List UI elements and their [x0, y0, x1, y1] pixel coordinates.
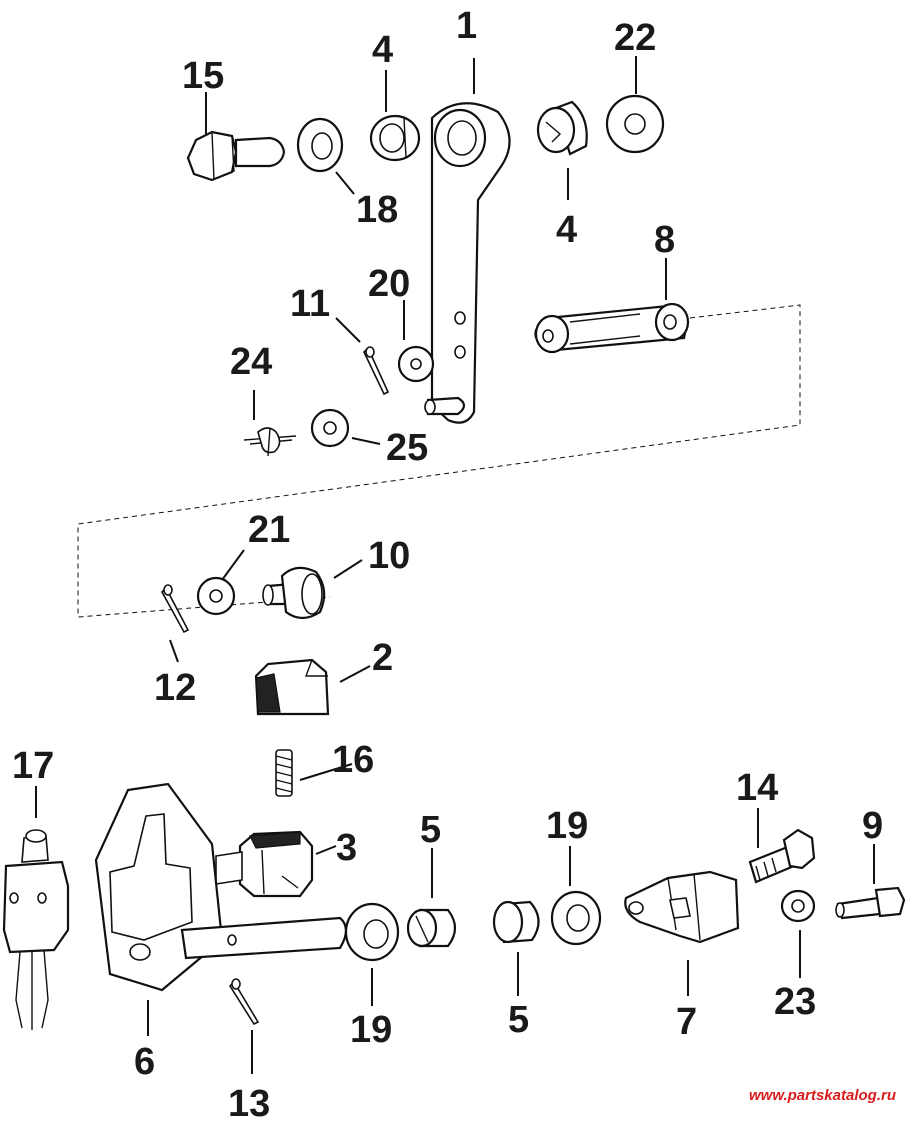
part-4-bushing-right [536, 100, 588, 156]
callout-15: 15 [182, 55, 224, 97]
callout-11: 11 [290, 283, 330, 325]
part-23-lock-washer [780, 889, 816, 923]
part-4-bushing-left [369, 114, 421, 162]
part-20-washer [397, 345, 435, 383]
callout-23: 23 [774, 981, 816, 1023]
part-13-cotter-pin [228, 978, 260, 1026]
part-22-washer [605, 94, 665, 154]
part-19-washer-right [550, 890, 602, 946]
callout-10: 10 [368, 535, 410, 577]
callout-5-top: 5 [420, 809, 441, 851]
callout-3: 3 [336, 827, 357, 869]
shift-shaft [180, 916, 348, 960]
part-11-cotter-pin [363, 346, 390, 396]
callout-22: 22 [614, 17, 656, 59]
part-16-spring [275, 749, 293, 797]
part-25-washer [310, 408, 350, 448]
part-10-ball-stud [262, 566, 326, 620]
callout-20: 20 [368, 263, 410, 305]
callout-25: 25 [386, 427, 428, 469]
watermark: www.partskatalog.ru [749, 1087, 896, 1104]
part-24-spring-clip [243, 427, 297, 457]
part-6-gasket-plate [94, 782, 224, 992]
part-12-cotter-pin [161, 584, 190, 634]
part-8-link-rod [534, 302, 690, 354]
part-5-bushing-left [406, 908, 457, 948]
callout-13: 13 [228, 1083, 270, 1125]
part-19-washer-left [344, 902, 400, 962]
callout-24: 24 [230, 341, 272, 383]
part-17-switch [2, 829, 70, 1030]
callout-1: 1 [456, 5, 477, 47]
callout-6: 6 [134, 1041, 155, 1083]
part-3-detent-housing [215, 830, 314, 898]
part-7-lever-bracket [624, 870, 740, 944]
part-14-bolt [748, 828, 816, 884]
callout-19-top: 19 [546, 805, 588, 847]
callout-4-top: 4 [372, 29, 393, 71]
part-1-lever-arm [424, 102, 511, 424]
callout-8: 8 [654, 219, 675, 261]
callout-21: 21 [248, 509, 290, 551]
assembly-dashed-line [77, 304, 801, 618]
callout-4-right: 4 [556, 209, 577, 251]
callout-9: 9 [862, 805, 883, 847]
part-9-stud [835, 886, 906, 920]
callout-19-bottom: 19 [350, 1009, 392, 1051]
callout-2: 2 [372, 637, 393, 679]
part-5-bushing-right [492, 900, 540, 944]
callout-7: 7 [676, 1001, 697, 1043]
callout-17: 17 [12, 745, 54, 787]
callout-5-bottom: 5 [508, 999, 529, 1041]
callout-12: 12 [154, 667, 196, 709]
part-18-washer [296, 117, 344, 173]
callout-labels: 1 2 3 4 4 5 5 6 7 8 9 10 11 12 13 14 15 … [12, 5, 883, 1125]
leader-lines [35, 56, 875, 1074]
callout-14: 14 [736, 767, 778, 809]
callout-18: 18 [356, 189, 398, 231]
part-15-hex-bolt [186, 130, 286, 182]
part-21-washer [196, 576, 236, 616]
part-2-shift-block [254, 658, 330, 716]
callout-16: 16 [332, 739, 374, 781]
